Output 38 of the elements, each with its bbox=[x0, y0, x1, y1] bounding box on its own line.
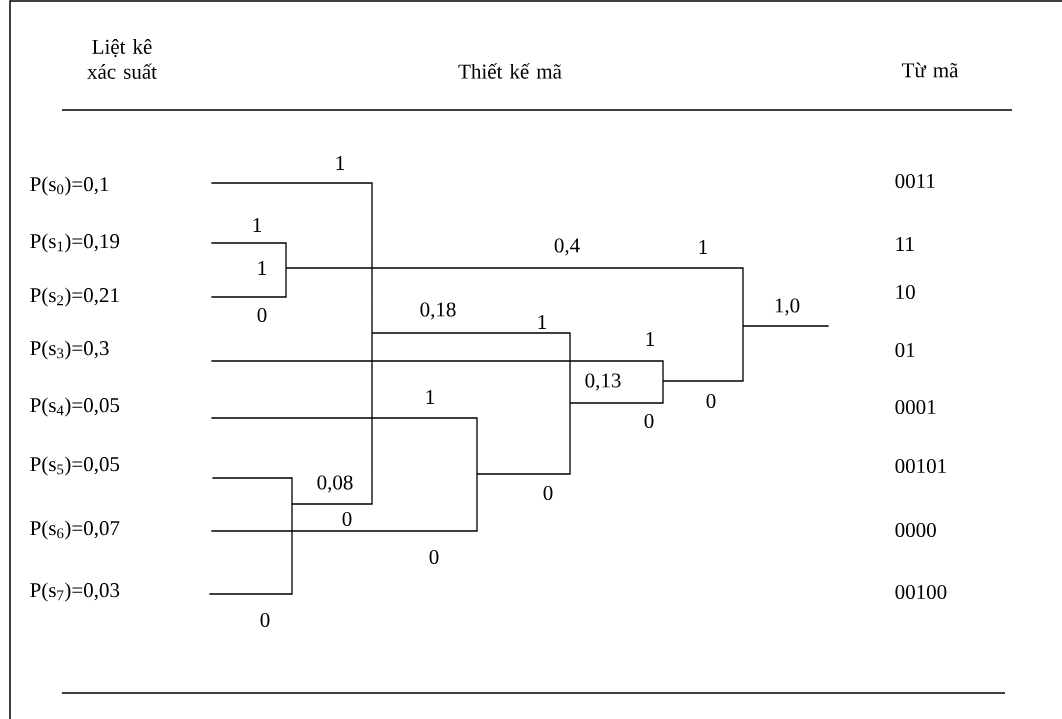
branch-label: 0 bbox=[260, 612, 270, 628]
branch-label: 0 bbox=[543, 485, 553, 501]
codeword-label: 0011 bbox=[895, 173, 935, 189]
codeword-label: 01 bbox=[895, 342, 915, 358]
branch-label: 1 bbox=[646, 332, 654, 346]
branch-label: 1 bbox=[538, 315, 546, 329]
probability-label: P(s$_{7}$)=0,03 bbox=[30, 582, 120, 602]
branch-label: 0 bbox=[257, 307, 267, 323]
branch-label: 0 bbox=[429, 549, 439, 565]
branch-label: 0,4 bbox=[554, 238, 580, 256]
codeword-label: 0000 bbox=[895, 522, 936, 538]
codeword-label: 00100 bbox=[895, 584, 947, 600]
codeword-label: 10 bbox=[896, 284, 915, 300]
codeword-label: 00101 bbox=[895, 458, 946, 474]
branch-label: 1 bbox=[253, 218, 261, 232]
probability-label: P(s$_{6}$)=0,07 bbox=[30, 520, 120, 540]
branch-label: 0,18 bbox=[420, 302, 456, 320]
branch-label: 1 bbox=[699, 240, 707, 254]
codeword-label: 0001 bbox=[895, 399, 936, 415]
column-header: Từ mã bbox=[901, 62, 959, 78]
probability-label: P(s$_{3}$)=0,3 bbox=[30, 340, 109, 360]
probability-label: P(s$_{2}$)=0,21 bbox=[30, 287, 119, 307]
branch-label: 1 bbox=[426, 390, 434, 404]
probability-label: P(s$_{4}$)=0,05 bbox=[30, 397, 120, 417]
branch-label: 0 bbox=[706, 393, 716, 409]
branch-label: 1 bbox=[336, 156, 344, 170]
branch-label: 1 bbox=[258, 261, 266, 275]
codeword-label: 11 bbox=[896, 237, 914, 251]
branch-label: 0,13 bbox=[585, 373, 621, 391]
branch-label: 1,0 bbox=[775, 298, 800, 316]
branch-label: 0 bbox=[644, 413, 654, 429]
column-header: Thiết kế mã bbox=[458, 63, 562, 79]
probability-label: P(s$_{0}$)=0,1 bbox=[30, 176, 109, 196]
branch-label: 0,08 bbox=[317, 475, 353, 493]
probability-label: P(s$_{1}$)=0,19 bbox=[30, 233, 120, 253]
probability-label: P(s$_{5}$)=0,05 bbox=[30, 456, 120, 476]
column-header: Liệt kê xác suất bbox=[87, 39, 157, 79]
branch-label: 0 bbox=[342, 511, 352, 527]
